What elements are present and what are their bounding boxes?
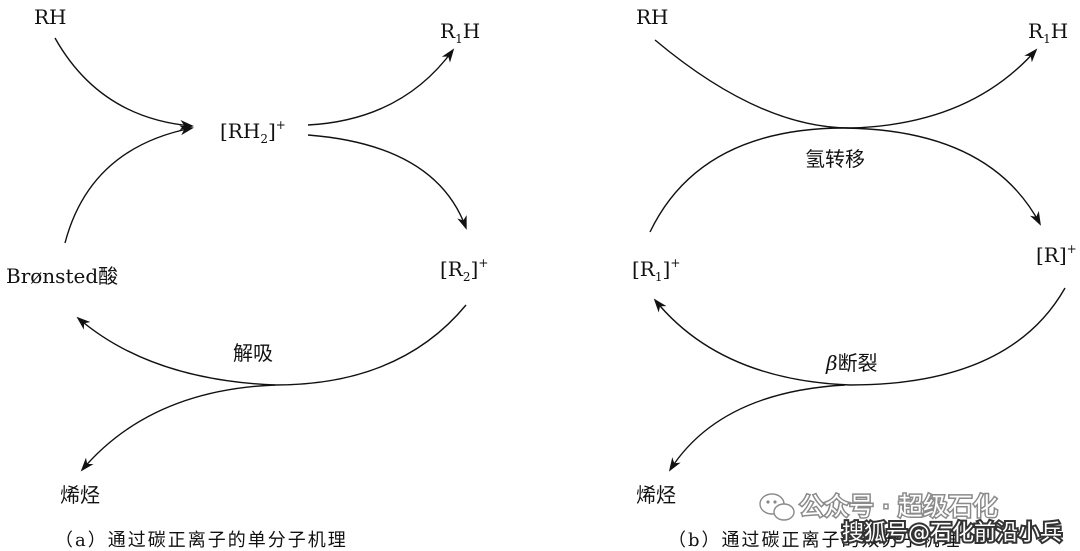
label-rh-b: RH — [636, 5, 669, 29]
caption-a: （a）通过碳正离子的单分子机理 — [55, 530, 348, 551]
arrow-bronsted-to-rh2 — [64, 125, 194, 244]
label-beta-scission: β断裂 — [825, 351, 878, 375]
wechat-watermark-text: 公众号 · 超级石化 — [799, 492, 998, 521]
watermark-sohu: 搜狐号@石化前沿小兵 搜狐号@石化前沿小兵 — [840, 519, 1064, 548]
label-olefin-a: 烯烃 — [60, 483, 100, 507]
label-desorption: 解吸 — [233, 341, 273, 365]
label-rh2-ion: [RH2]+ — [220, 118, 286, 146]
arrow-rh-to-rh2 — [54, 37, 194, 130]
wechat-icon — [759, 493, 795, 521]
caption-b: （b）通过碳正离子的双分子机理 — [668, 530, 962, 551]
panel-b: RH R1H 氢转移 [R]+ [R1]+ β断裂 烯烃 （b）通过碳正离子的双… — [632, 5, 1077, 551]
label-r1h-b: R1H — [1028, 19, 1068, 46]
label-rh-a: RH — [34, 5, 67, 29]
arrow-rh2-to-r2 — [307, 134, 467, 230]
arrow-rh2-to-r1h — [307, 48, 455, 126]
panel-a: RH R1H [RH2]+ [R2]+ Brønsted酸 解吸 烯烃 （a）通… — [6, 5, 488, 551]
arrow-r-to-r1-beta-scission — [653, 287, 1066, 386]
label-bronsted-acid: Brønsted酸 — [6, 264, 118, 288]
arrow-to-olefin-a — [80, 384, 276, 472]
label-olefin-b: 烯烃 — [636, 483, 676, 507]
label-r1h-a: R1H — [440, 19, 480, 46]
label-hydrogen-transfer: 氢转移 — [805, 147, 865, 171]
arrow-r1-to-r-hydrogen-transfer — [649, 127, 1041, 233]
sohu-watermark-outline: 搜狐号@石化前沿小兵 — [842, 521, 1062, 546]
arrow-rh-to-r1h-b — [654, 39, 1038, 129]
arrow-to-olefin-b — [668, 384, 846, 472]
label-r1-ion: [R1]+ — [632, 256, 680, 284]
label-r2-ion: [R2]+ — [440, 256, 488, 284]
watermark-wechat: 公众号 · 超级石化 公众号 · 超级石化 — [759, 491, 999, 523]
sohu-watermark-text: 搜狐号@石化前沿小兵 — [842, 521, 1062, 546]
label-r-ion: [R]+ — [1036, 242, 1077, 267]
wechat-watermark-shadow: 公众号 · 超级石化 — [799, 492, 998, 521]
